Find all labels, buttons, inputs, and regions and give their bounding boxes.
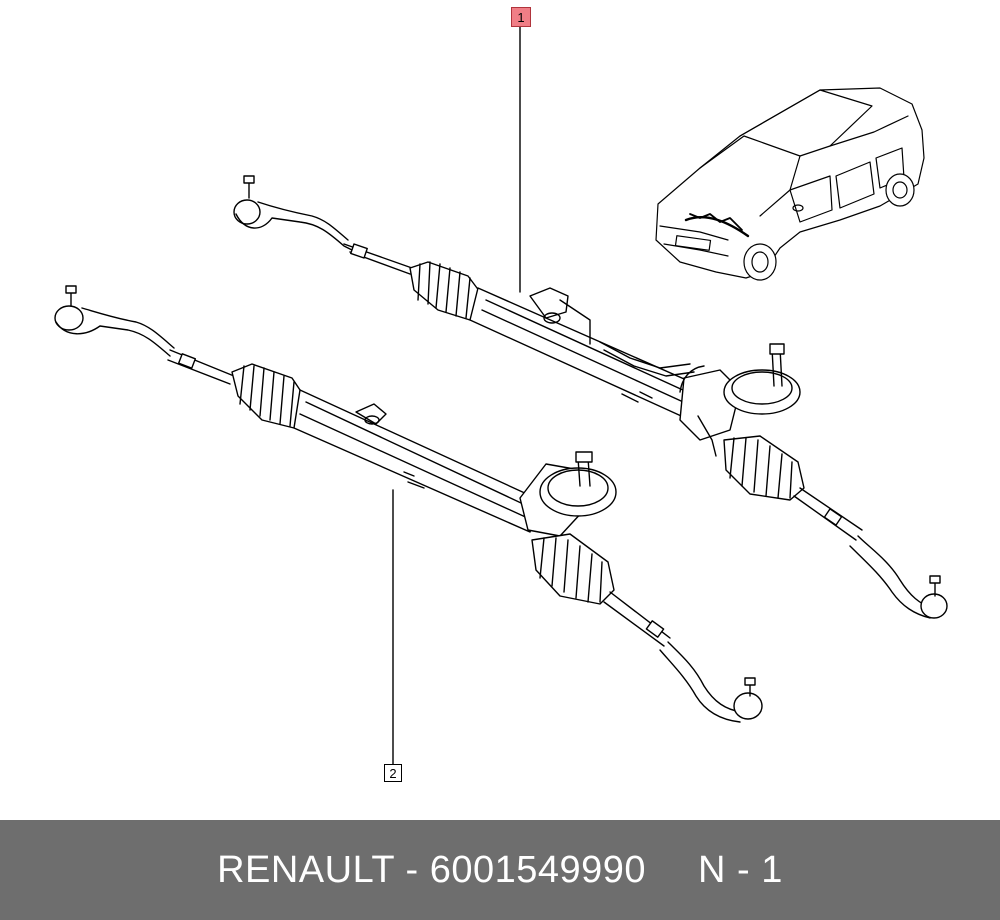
callout-2: 2: [384, 764, 402, 782]
vehicle-location-icon: [655, 87, 925, 281]
steering-rack-assembly-1: [233, 175, 948, 619]
steering-rack-assembly-2: [54, 285, 763, 723]
footer-bar: RENAULT - 6001549990 N - 1: [0, 820, 1000, 920]
page-label: N - 1: [698, 848, 783, 891]
callout-1: 1: [511, 7, 531, 27]
steering-rack-diagram: [54, 26, 948, 765]
part-number-label: RENAULT - 6001549990: [217, 848, 647, 891]
